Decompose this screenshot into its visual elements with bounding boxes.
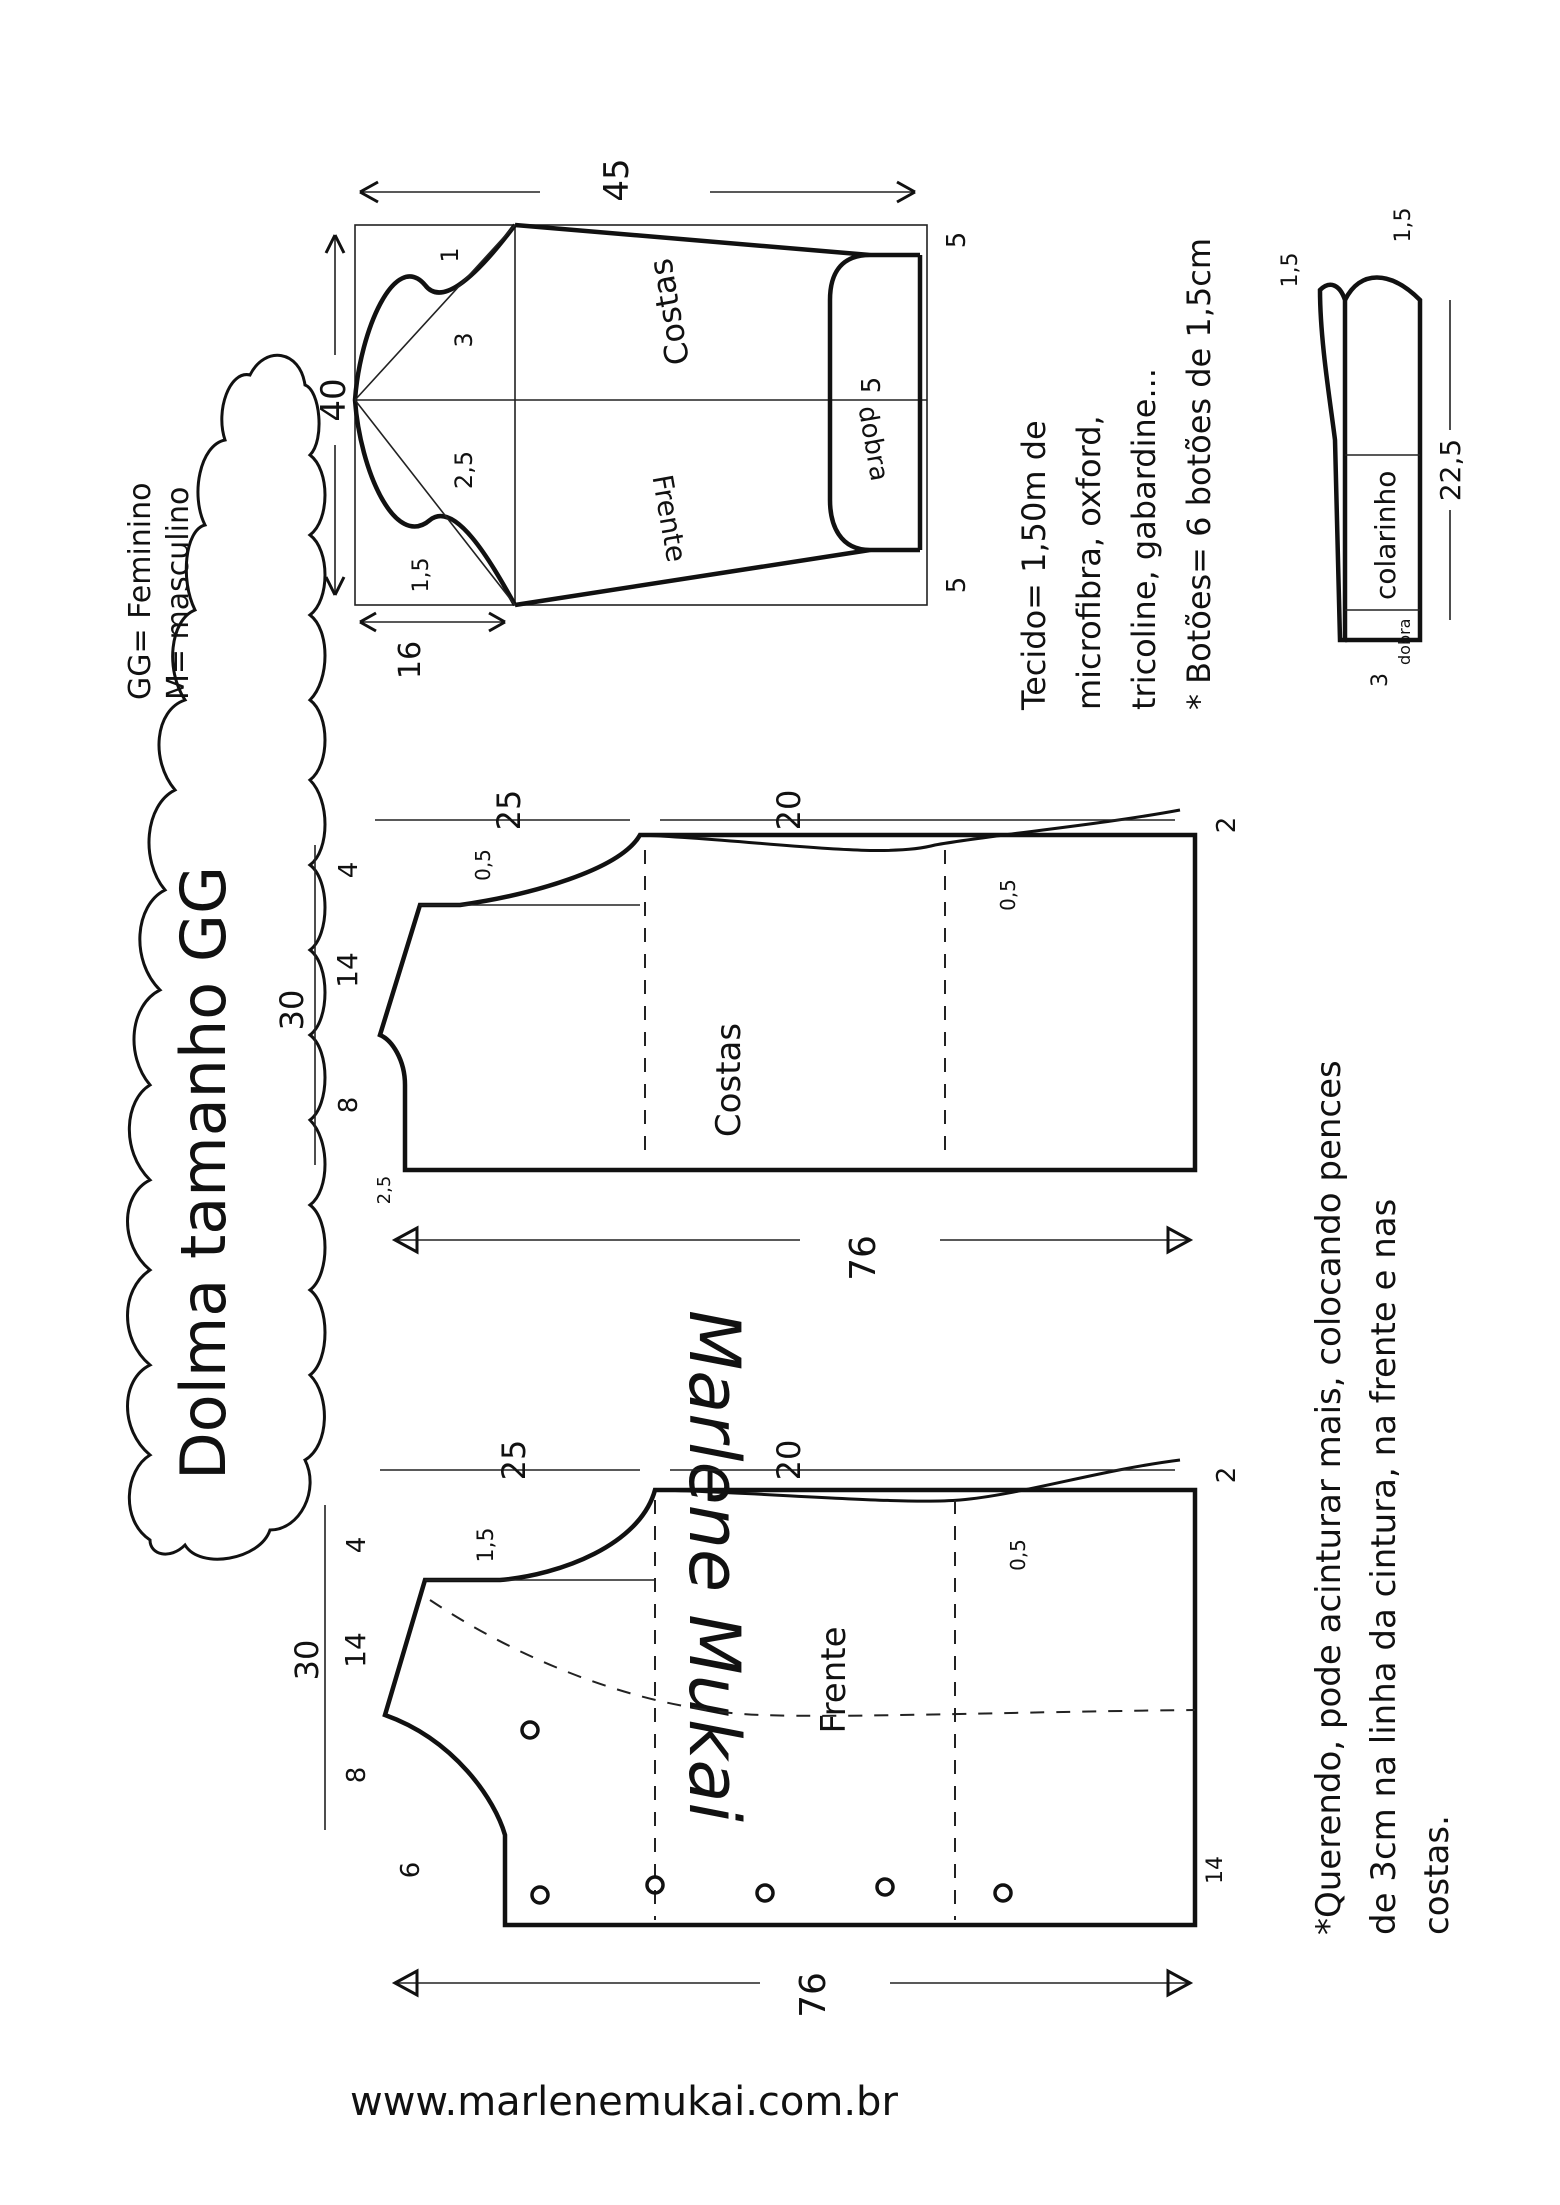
front-v-9: 9 xyxy=(393,1862,423,1879)
back-top-25: 25 xyxy=(490,790,528,831)
front-length-76: 76 xyxy=(793,1972,834,2018)
front-mark-15: 1,5 xyxy=(474,1528,499,1563)
sleeve-front-label: Frente xyxy=(645,472,693,565)
sleeve-fold-width-label: 5 xyxy=(857,377,887,394)
sleeve-width-label: 45 xyxy=(597,158,637,201)
front-mark-05: 0,5 xyxy=(1006,1539,1030,1571)
legend-gg: GG= Feminino xyxy=(123,482,158,700)
materials-fabric-2: microfibra, oxford, xyxy=(1070,415,1108,710)
front-label: Frente xyxy=(814,1626,854,1733)
back-piece: 25 20 2 4 14 30 8 2,5 0,5 0,5 76 Costas xyxy=(273,790,1242,1281)
front-piece: 25 20 2 4 14 30 8 9 1,5 0,5 14 76 Frente xyxy=(288,1440,1242,2018)
sleeve-mark-25: 2,5 xyxy=(450,451,478,489)
sleeve-cap-curve xyxy=(352,223,517,607)
website-url: www.marlenemukai.com.br xyxy=(350,2079,898,2125)
collar-label: colarinho xyxy=(1369,471,1402,600)
legend-m: M= masculino xyxy=(161,487,196,700)
size-legend: GG= Feminino M= masculino xyxy=(123,482,196,700)
collar-length-label: 22,5 xyxy=(1434,439,1467,501)
sleeve-back-label: Costas xyxy=(641,256,697,368)
collar-fold-label: dobra xyxy=(1395,619,1414,665)
materials-fabric-3: tricoline, gabardine... xyxy=(1125,368,1163,710)
sleeve-fold-label: dobra xyxy=(852,404,895,484)
back-v-8: 8 xyxy=(334,1097,364,1114)
materials-notes: Tecido= 1,50m de microfibra, oxford, tri… xyxy=(1015,238,1218,711)
sleeve-mark-1: 1 xyxy=(436,247,464,262)
button-hole xyxy=(755,1883,775,1903)
sleeve-height-label: 40 xyxy=(314,378,354,421)
sleeve-cap-depth-label: 16 xyxy=(393,641,428,679)
materials-buttons: * Botões= 6 botões de 1,5cm xyxy=(1180,238,1218,710)
collar-height-label: 3 xyxy=(1368,673,1393,687)
fitting-note: *Querendo, pode acinturar mais, colocand… xyxy=(1309,1060,1457,1935)
back-end-2: 2 xyxy=(1212,817,1242,834)
sleeve-mark-3: 3 xyxy=(450,332,478,347)
sleeve-cuff-top-label: 5 xyxy=(942,232,972,249)
front-v-14: 14 xyxy=(339,1632,372,1668)
back-outline xyxy=(377,832,1198,1173)
signature-text: Marlene Mukai xyxy=(673,1310,755,1822)
note-line-3: costas. xyxy=(1417,1815,1457,1935)
front-v-30: 30 xyxy=(288,1640,326,1681)
button-hole xyxy=(993,1883,1013,1903)
back-v-30: 30 xyxy=(273,990,311,1031)
button-hole xyxy=(530,1885,550,1905)
back-top-20: 20 xyxy=(770,790,808,831)
back-mark-05b: 0,5 xyxy=(996,879,1020,911)
front-top-20: 20 xyxy=(770,1440,808,1481)
button-hole xyxy=(520,1720,540,1740)
front-v-8: 8 xyxy=(342,1767,372,1784)
collar-mark-a: 1,5 xyxy=(1278,253,1303,288)
sleeve-mark-15: 1,5 xyxy=(409,558,434,593)
front-v-4: 4 xyxy=(342,1537,372,1554)
collar-mark-b: 1,5 xyxy=(1391,208,1416,243)
front-top-25: 25 xyxy=(495,1440,533,1481)
front-end-2: 2 xyxy=(1212,1467,1242,1484)
button-hole xyxy=(645,1875,665,1895)
front-hem-14: 14 xyxy=(1203,1856,1228,1884)
page-title: Dolma tamanho GG xyxy=(167,866,240,1480)
back-label: Costas xyxy=(709,1023,749,1137)
back-length-76: 76 xyxy=(843,1235,884,1281)
note-line-2: de 3cm na linha da cintura, na frente e … xyxy=(1364,1199,1404,1935)
front-outline xyxy=(382,1487,1198,1928)
signature: Marlene Mukai xyxy=(673,1310,755,1822)
materials-fabric: Tecido= 1,50m de xyxy=(1015,420,1053,711)
collar-piece: colarinho dobra 22,5 1,5 1,5 3 xyxy=(1278,208,1467,688)
sleeve-cuff-bottom-label: 5 xyxy=(942,577,972,594)
back-mark-05a: 0,5 xyxy=(471,849,495,881)
sleeve-outline xyxy=(514,222,871,608)
back-v-14: 14 xyxy=(331,952,364,988)
sleeve-piece: 45 40 16 5 5 5 1 3 2,5 1,5 Costas Frente… xyxy=(314,158,972,679)
note-line-1: *Querendo, pode acinturar mais, colocand… xyxy=(1309,1060,1349,1935)
title-cloud: Dolma tamanho GG xyxy=(126,353,327,1561)
back-v-25: 2,5 xyxy=(374,1176,395,1205)
back-v-4: 4 xyxy=(334,862,364,879)
button-hole xyxy=(875,1877,895,1897)
